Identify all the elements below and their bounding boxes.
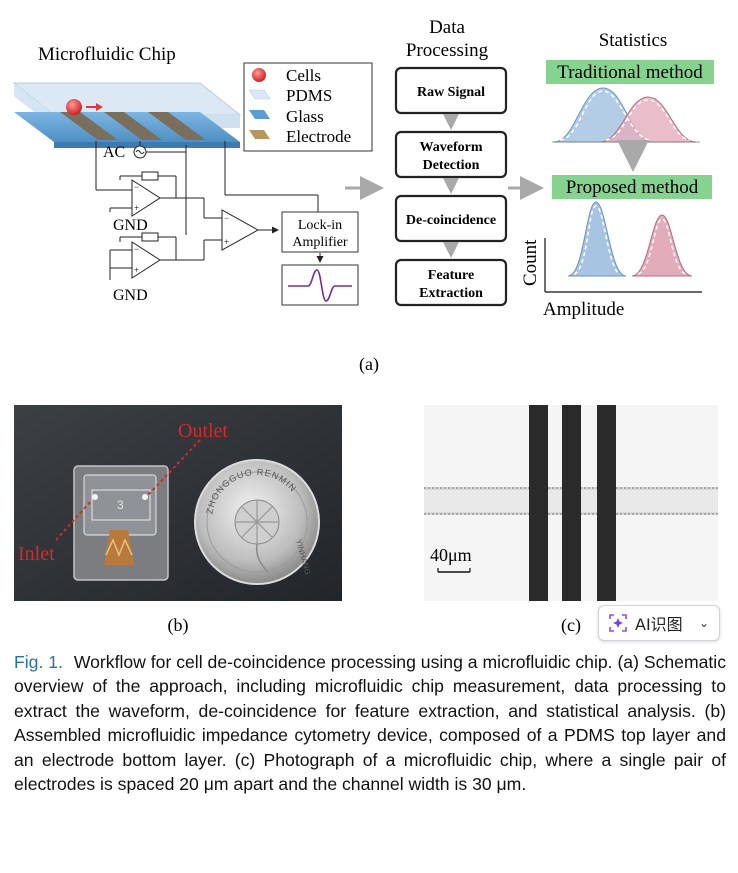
electrode-2 xyxy=(104,112,162,140)
proposed-method-label: Proposed method xyxy=(566,177,699,198)
electrode-swatch-icon xyxy=(249,130,270,139)
circuit-labels: AC GND GND − + − + − + xyxy=(103,144,229,304)
legend-pdms: PDMS xyxy=(286,86,332,105)
opamp2-plus: + xyxy=(134,265,139,275)
y-axis-label: Count xyxy=(520,239,541,286)
circuit xyxy=(95,141,319,280)
gnd-label-1: GND xyxy=(113,217,148,234)
panel-b-label: (b) xyxy=(168,615,189,636)
step-raw-signal xyxy=(394,66,508,115)
electrode-bar-2 xyxy=(562,405,581,601)
proposed-method-badge xyxy=(552,175,712,199)
gnd-label-2: GND xyxy=(113,287,148,304)
panel-c-label: (c) xyxy=(561,615,581,636)
outlet-pointer xyxy=(147,439,201,496)
legend-cells: Cells xyxy=(286,66,321,85)
statistics-title: Statistics xyxy=(599,30,668,51)
step-decoincidence xyxy=(394,194,508,243)
panel-b: 3 Outlet Inlet ZHONGGUO RENMIN YINHANG (… xyxy=(14,405,342,636)
signal-waveform-icon xyxy=(288,269,352,302)
figure-caption: Fig. 1. Workflow for cell de-coincidence… xyxy=(14,650,726,796)
chip-schematic xyxy=(12,82,242,148)
panel-a-label: (a) xyxy=(359,354,379,375)
inlet-label: Inlet xyxy=(18,543,55,565)
step-feature-label-1: Feature xyxy=(428,268,474,283)
scale-bar-label: 40μm xyxy=(430,545,472,565)
glass-swatch-icon xyxy=(249,110,270,119)
legend-glass: Glass xyxy=(286,107,324,126)
outlet-port-icon xyxy=(142,494,148,500)
traditional-dist-pink xyxy=(599,96,697,143)
opamp1-minus: − xyxy=(134,182,139,192)
data-processing-title-1: Data xyxy=(429,17,465,38)
step-feature-label-2: Extraction xyxy=(419,286,483,301)
lockin-label-1: Lock-in xyxy=(298,218,342,233)
electrode-bar-3 xyxy=(597,405,616,601)
traditional-method-label: Traditional method xyxy=(557,62,703,83)
pdms-swatch-icon xyxy=(248,89,271,100)
outlet-label: Outlet xyxy=(178,420,228,442)
assembled-chip: 3 xyxy=(73,465,169,581)
opamp3-minus: − xyxy=(224,213,229,223)
signal-display xyxy=(281,264,359,306)
ai-image-recognition-button[interactable]: AI识图 ⌄ xyxy=(598,605,720,641)
lockin-amplifier: Lock-in Amplifier xyxy=(281,211,359,306)
panel-c: 40μm (c) xyxy=(424,405,718,636)
cells-swatch-icon xyxy=(252,68,266,82)
cell-icon xyxy=(66,99,82,115)
coin: ZHONGGUO RENMIN YINHANG xyxy=(194,459,320,585)
opamp2-minus: − xyxy=(134,244,139,254)
sparkle-icon xyxy=(609,614,627,632)
step-waveform-label-1: Waveform xyxy=(420,140,483,155)
panel-a: Microfluidic Chip Cells PDMS xyxy=(12,17,714,375)
electrode-3 xyxy=(148,112,206,140)
step-decoincidence-label: De-coincidence xyxy=(406,213,496,228)
proposed-dist-pink xyxy=(631,214,693,277)
step-raw-signal-label: Raw Signal xyxy=(417,85,485,100)
legend-electrode: Electrode xyxy=(286,127,351,146)
step-waveform-label-2: Detection xyxy=(423,158,480,173)
step-waveform-detection xyxy=(394,130,508,179)
statistics: Statistics Traditional method Proposed m… xyxy=(520,30,714,320)
chip-mark: 3 xyxy=(117,498,124,512)
chevron-down-icon: ⌄ xyxy=(698,616,709,630)
inlet-pointer xyxy=(55,499,93,541)
caption-text: Workflow for cell de-coincidence process… xyxy=(14,652,727,795)
electrode-bar-1 xyxy=(529,405,548,601)
traditional-method-badge xyxy=(546,60,714,84)
chip-title: Microfluidic Chip xyxy=(38,44,176,65)
lockin-label-2: Amplifier xyxy=(292,235,348,250)
ac-label: AC xyxy=(103,144,125,161)
data-processing: Data Processing Raw Signal Waveform Dete… xyxy=(394,17,508,307)
chip-legend: Cells PDMS Glass Electrode xyxy=(243,62,373,152)
electrode-1 xyxy=(60,112,118,140)
x-axis-label: Amplitude xyxy=(543,299,624,320)
opamp1-plus: + xyxy=(134,203,139,213)
electrode-pads xyxy=(104,530,134,565)
step-feature-extraction xyxy=(394,258,508,307)
data-processing-title-2: Processing xyxy=(406,40,489,61)
ai-button-label: AI识图 xyxy=(635,615,683,634)
opamp3-plus: + xyxy=(224,237,229,247)
figure-canvas: Microfluidic Chip Cells PDMS xyxy=(12,17,718,636)
proposed-dist-blue xyxy=(567,201,627,277)
inlet-port-icon xyxy=(92,494,98,500)
caption-figure-number: Fig. 1. xyxy=(14,652,63,672)
cell-direction-icon xyxy=(96,103,103,111)
